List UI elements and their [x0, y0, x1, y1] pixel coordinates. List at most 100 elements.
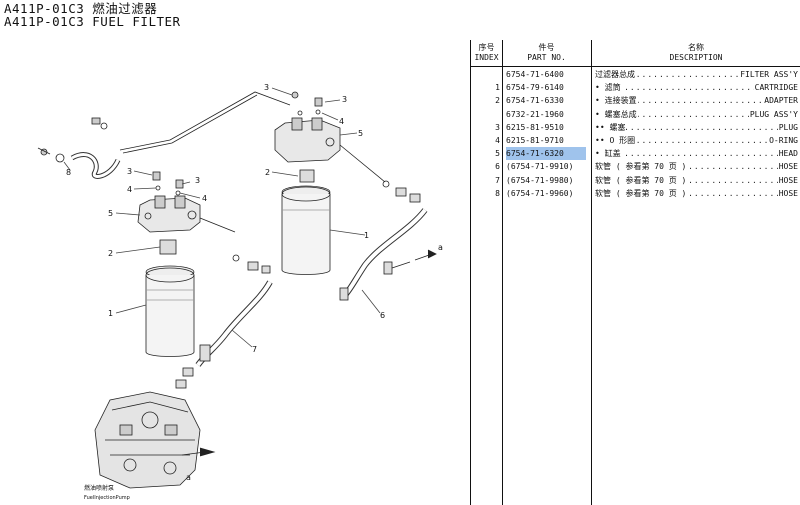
row-name-en: HOSE	[777, 186, 798, 200]
table-row[interactable]: 6754-71-6400............................…	[471, 68, 800, 81]
row-part-no[interactable]: 6754-71-6320	[506, 147, 586, 161]
callout-3: 3	[342, 95, 347, 104]
row-description: ........................................…	[595, 147, 798, 161]
header-description: 名称 DESCRIPTION	[591, 43, 800, 63]
table-row[interactable]: 8 (6754-71-9960).........................…	[471, 186, 800, 200]
column-divider	[591, 40, 592, 505]
row-description: ........................................…	[595, 134, 798, 147]
row-name-cn: • 缸盖	[595, 147, 622, 161]
pump-label-cn: 燃油喷射泵	[84, 484, 114, 492]
callout-5: 5	[358, 129, 363, 138]
hose-6	[339, 208, 437, 301]
hose-7	[175, 280, 273, 389]
table-row[interactable]: 7 (6754-71-9980).........................…	[471, 173, 800, 187]
pump-label-en: FuelInjectionPump	[84, 495, 130, 501]
row-part-no[interactable]: 6754-71-6400	[506, 70, 564, 79]
row-description: ........................................…	[595, 94, 798, 108]
leader-dots: ........................................…	[595, 83, 798, 93]
leader-dots: ........................................…	[595, 122, 798, 132]
leader-dots: ........................................…	[595, 188, 798, 198]
fuel-injection-pump	[94, 391, 216, 489]
row-part-no[interactable]: 6754-79-6140	[506, 83, 564, 93]
row-name-cn: 软管 ( 参看第 70 页 )	[595, 160, 688, 174]
leader-dots: ........................................…	[595, 162, 798, 172]
leader-dots: ........................................…	[595, 175, 798, 185]
row-index: 8	[495, 188, 500, 198]
filter-head-left	[137, 195, 271, 274]
row-name-cn: 软管 ( 参看第 70 页 )	[595, 173, 688, 187]
row-name-en: HOSE	[777, 160, 798, 174]
callout-4: 4	[127, 185, 132, 194]
row-part-no[interactable]: 6754-71-6330	[506, 96, 564, 106]
leader-dots: ........................................…	[595, 149, 798, 159]
row-part-no[interactable]: 6215-81-9510	[506, 122, 564, 132]
row-name-en: PLUG	[777, 120, 798, 134]
row-part-no[interactable]: 6732-21-1960	[506, 109, 564, 119]
cartridge-left	[145, 265, 195, 357]
table-row[interactable]: 5 6754-71-6320...........................…	[471, 147, 800, 161]
header-desc-en: DESCRIPTION	[669, 53, 723, 62]
row-name-cn: • 滤筒	[595, 81, 622, 95]
hose-8	[37, 117, 121, 179]
title-line-cn: A411P-01C3 燃油过滤器	[4, 1, 158, 16]
row-name-en: PLUG ASS'Y	[748, 107, 798, 121]
row-name-cn: •• O 形圈	[595, 134, 637, 147]
leader-dots: ........................................…	[595, 70, 798, 79]
row-name-en: HEAD	[777, 147, 798, 161]
row-description: ........................................…	[595, 68, 798, 81]
row-name-en: ADAPTER	[763, 94, 798, 108]
callout-3: 3	[195, 176, 200, 185]
row-index: 6	[495, 162, 500, 172]
row-name-cn: • 连接装置	[595, 94, 638, 108]
table-row[interactable]: 6 (6754-71-9910).........................…	[471, 160, 800, 174]
callout-a: a	[438, 243, 443, 252]
row-part-no[interactable]: (6754-71-9980)	[506, 175, 574, 185]
callout-7: 7	[252, 345, 257, 354]
row-name-cn: • 螺塞总成	[595, 107, 638, 121]
row-description: ........................................…	[595, 186, 798, 200]
callout-3: 3	[127, 167, 132, 176]
leader-dots: ........................................…	[595, 136, 798, 145]
column-divider	[502, 40, 503, 505]
row-index: 2	[495, 96, 500, 106]
header-desc-cn: 名称	[688, 43, 704, 52]
row-name-cn: 过滤器总成	[595, 68, 636, 81]
row-name-cn: 软管 ( 参看第 70 页 )	[595, 186, 688, 200]
row-index: 7	[495, 175, 500, 185]
row-name-en: O-RING	[768, 134, 798, 147]
title-line-en: A411P-01C3 FUEL FILTER	[4, 14, 181, 29]
row-name-en: HOSE	[777, 173, 798, 187]
row-description: ........................................…	[595, 173, 798, 187]
row-name-cn: •• 螺塞	[595, 120, 627, 134]
row-name-en: FILTER ASS'Y	[739, 68, 798, 81]
callout-1: 1	[364, 231, 369, 240]
filter-head-right	[274, 117, 421, 203]
leader-dots: ........................................…	[595, 109, 798, 119]
callout-4: 4	[339, 117, 344, 126]
row-part-no[interactable]: (6754-71-9910)	[506, 162, 574, 172]
row-name-en: CARTRIDGE	[753, 81, 798, 95]
parts-table: 序号 INDEX 件号 PART NO. 名称 DESCRIPTION 6754…	[470, 40, 800, 505]
parts-diagram: 3 3 4 5 2 1 3 3 4 4 5 2 1 6 7 8 a a 燃油喷射…	[37, 83, 443, 501]
table-row[interactable]: 2 6754-71-6330...........................…	[471, 94, 800, 108]
row-description: ........................................…	[595, 81, 798, 95]
callout-5: 5	[108, 209, 113, 218]
cartridge-right	[281, 185, 331, 275]
callout-4: 4	[202, 194, 207, 203]
callout-2: 2	[265, 168, 270, 177]
table-row[interactable]: 6732-21-1960............................…	[471, 107, 800, 121]
callout-8: 8	[66, 168, 71, 177]
callout-6: 6	[380, 311, 385, 320]
row-part-no[interactable]: (6754-71-9960)	[506, 188, 574, 198]
callout-2: 2	[108, 249, 113, 258]
header-part-no: 件号 PART NO.	[502, 43, 591, 63]
row-index: 5	[495, 149, 500, 159]
callout-1: 1	[108, 309, 113, 318]
header-part-cn: 件号	[538, 43, 555, 52]
table-header: 序号 INDEX 件号 PART NO. 名称 DESCRIPTION	[471, 40, 800, 67]
callout-a: a	[186, 473, 191, 482]
row-part-no[interactable]: 6215-81-9710	[506, 136, 564, 145]
